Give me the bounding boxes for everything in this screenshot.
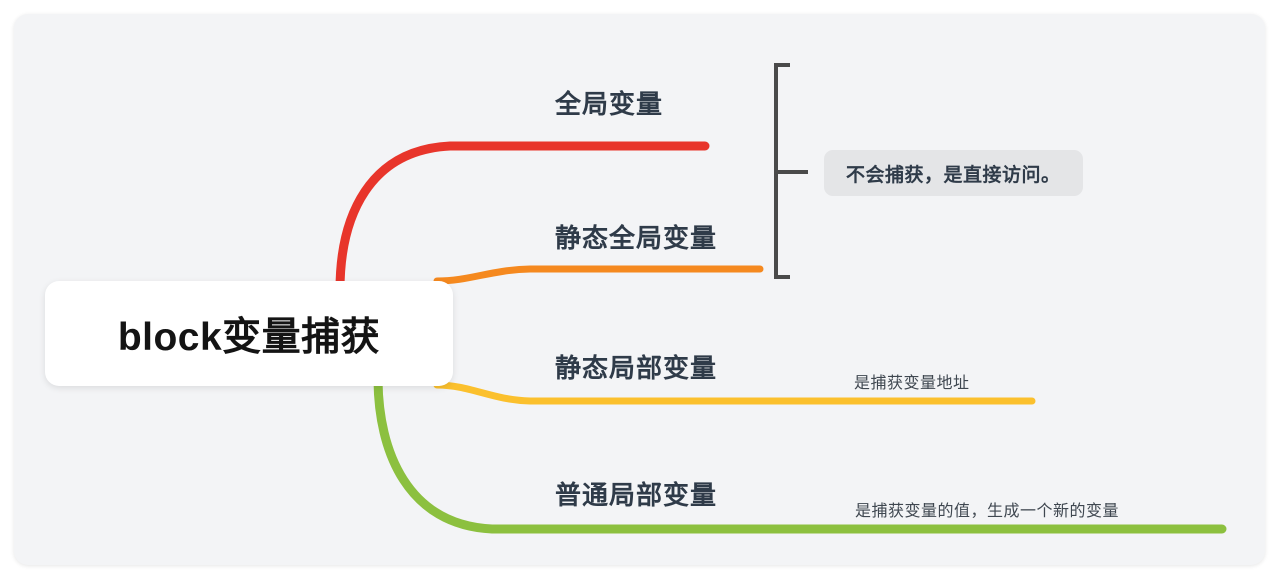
note-label-ordinary-local-variable[interactable]: 是捕获变量的值，生成一个新的变量 [855, 503, 1120, 520]
topic-label-global-variable[interactable]: 全局变量 [555, 89, 664, 119]
note-label-static-local-variable[interactable]: 是捕获变量地址 [854, 375, 970, 392]
note-box-text: 不会捕获，是直接访问。 [846, 164, 1061, 186]
topic-label-static-local-variable[interactable]: 静态局部变量 [555, 353, 718, 383]
topic-label-ordinary-local-variable[interactable]: 普通局部变量 [555, 480, 718, 510]
root-node-label: block变量捕获 [117, 315, 381, 359]
topic-label-static-global-variable[interactable]: 静态全局变量 [555, 223, 718, 253]
note-box-no-capture[interactable]: 不会捕获，是直接访问。 [824, 150, 1083, 196]
root-node[interactable]: block变量捕获 [45, 281, 453, 386]
